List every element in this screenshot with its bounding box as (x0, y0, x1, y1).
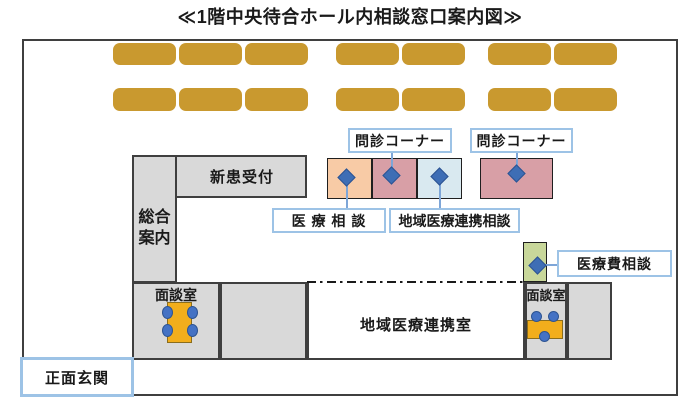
bench (554, 88, 617, 111)
staff-room-right (567, 282, 612, 360)
connector-line (545, 264, 558, 266)
bench (488, 88, 551, 111)
reception-corner-fill (135, 158, 174, 195)
chair-icon (531, 311, 542, 322)
chair-icon (162, 306, 173, 319)
bench (113, 88, 176, 111)
regional-medical-room-label: 地域医療連携室 (359, 316, 472, 334)
bench (402, 88, 465, 111)
connector-line (516, 152, 518, 168)
chair-icon (539, 331, 550, 342)
bench (336, 43, 399, 65)
chair-icon (162, 324, 173, 337)
bench (179, 88, 242, 111)
new-patient-reception-label: 新患受付 (209, 169, 274, 186)
bench (402, 43, 465, 65)
bench (554, 43, 617, 65)
regional-medical-room (307, 282, 525, 360)
page-title: ≪1階中央待合ホール内相談窓口案内図≫ (177, 7, 523, 27)
medical-consult-label: 医 療 相 談 (272, 208, 386, 233)
bench (488, 43, 551, 65)
general-info-line2: 案内 (138, 230, 171, 247)
meeting-room-right-label: 面談室 (526, 288, 566, 303)
bench (245, 88, 308, 111)
main-entrance-label: 正面玄関 (20, 357, 134, 397)
bench (245, 43, 308, 65)
staff-room-left (220, 282, 307, 360)
monshin-corner-label-1: 問診コーナー (348, 128, 452, 153)
bench (179, 43, 242, 65)
medical-fee-label: 医療費相談 (557, 250, 672, 277)
regional-consult-label: 地域医療連携相談 (389, 208, 520, 233)
meeting-room-left-label: 面談室 (155, 286, 197, 303)
monshin-corner-label-2: 問診コーナー (470, 128, 573, 153)
connector-line (391, 152, 393, 169)
general-info-line1: 総合 (138, 209, 171, 226)
connector-line (439, 182, 441, 209)
corridor-dashdot-line (307, 281, 523, 283)
general-information-label: 総合 案内 (132, 207, 177, 249)
chair-icon (187, 324, 198, 337)
chair-icon (187, 306, 198, 319)
chair-icon (548, 311, 559, 322)
bench (336, 88, 399, 111)
connector-line (346, 183, 348, 209)
bench (113, 43, 176, 65)
